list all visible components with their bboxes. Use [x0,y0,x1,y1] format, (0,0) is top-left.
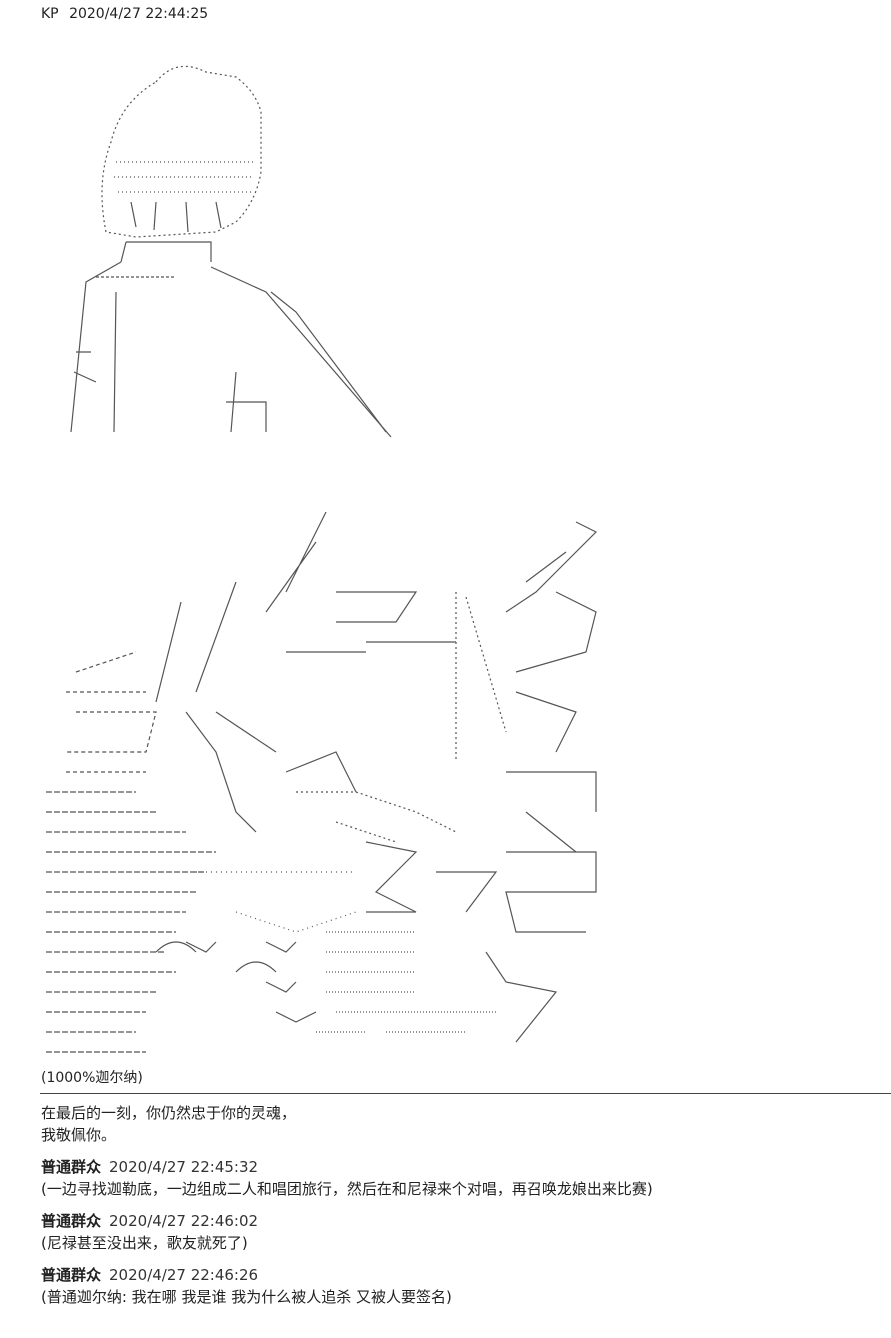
narration-line: 我敬佩你。 [41,1126,117,1144]
reply-author: 普通群众 [41,1266,102,1284]
reply-timestamp: 2020/4/27 22:46:02 [109,1212,259,1230]
reply-text: (一边寻找迦勒底，一边组成二人和唱团旅行，然后在和尼禄来个对唱，再召唤龙娘出来比… [41,1180,653,1198]
ascii-art-illustration [36,52,636,1062]
reply-timestamp: 2020/4/27 22:46:26 [109,1266,259,1284]
author-name: KP [41,6,59,22]
reply-post: 普通群众 2020/4/27 22:46:26 (普通迦尔纳: 我在哪 我是谁 我… [41,1264,452,1308]
divider-line [40,1093,891,1094]
reply-author: 普通群众 [41,1158,102,1176]
reply-author: 普通群众 [41,1212,102,1230]
reply-text: (普通迦尔纳: 我在哪 我是谁 我为什么被人追杀 又被人要签名) [41,1288,452,1306]
reply-post: 普通群众 2020/4/27 22:45:32 (一边寻找迦勒底，一边组成二人和唱… [41,1156,653,1200]
reply-post: 普通群众 2020/4/27 22:46:02 (尼禄甚至没出来，歌友就死了) [41,1210,258,1254]
art-caption: (1000%迦尔纳) [41,1070,143,1086]
narration-block: 在最后的一刻，你仍然忠于你的灵魂， 我敬佩你。 [41,1102,296,1146]
reply-text: (尼禄甚至没出来，歌友就死了) [41,1234,248,1252]
post-header: KP 2020/4/27 22:44:25 [41,6,208,22]
narration-line: 在最后的一刻，你仍然忠于你的灵魂， [41,1104,297,1122]
reply-timestamp: 2020/4/27 22:45:32 [109,1158,259,1176]
post-timestamp: 2020/4/27 22:44:25 [69,6,209,22]
